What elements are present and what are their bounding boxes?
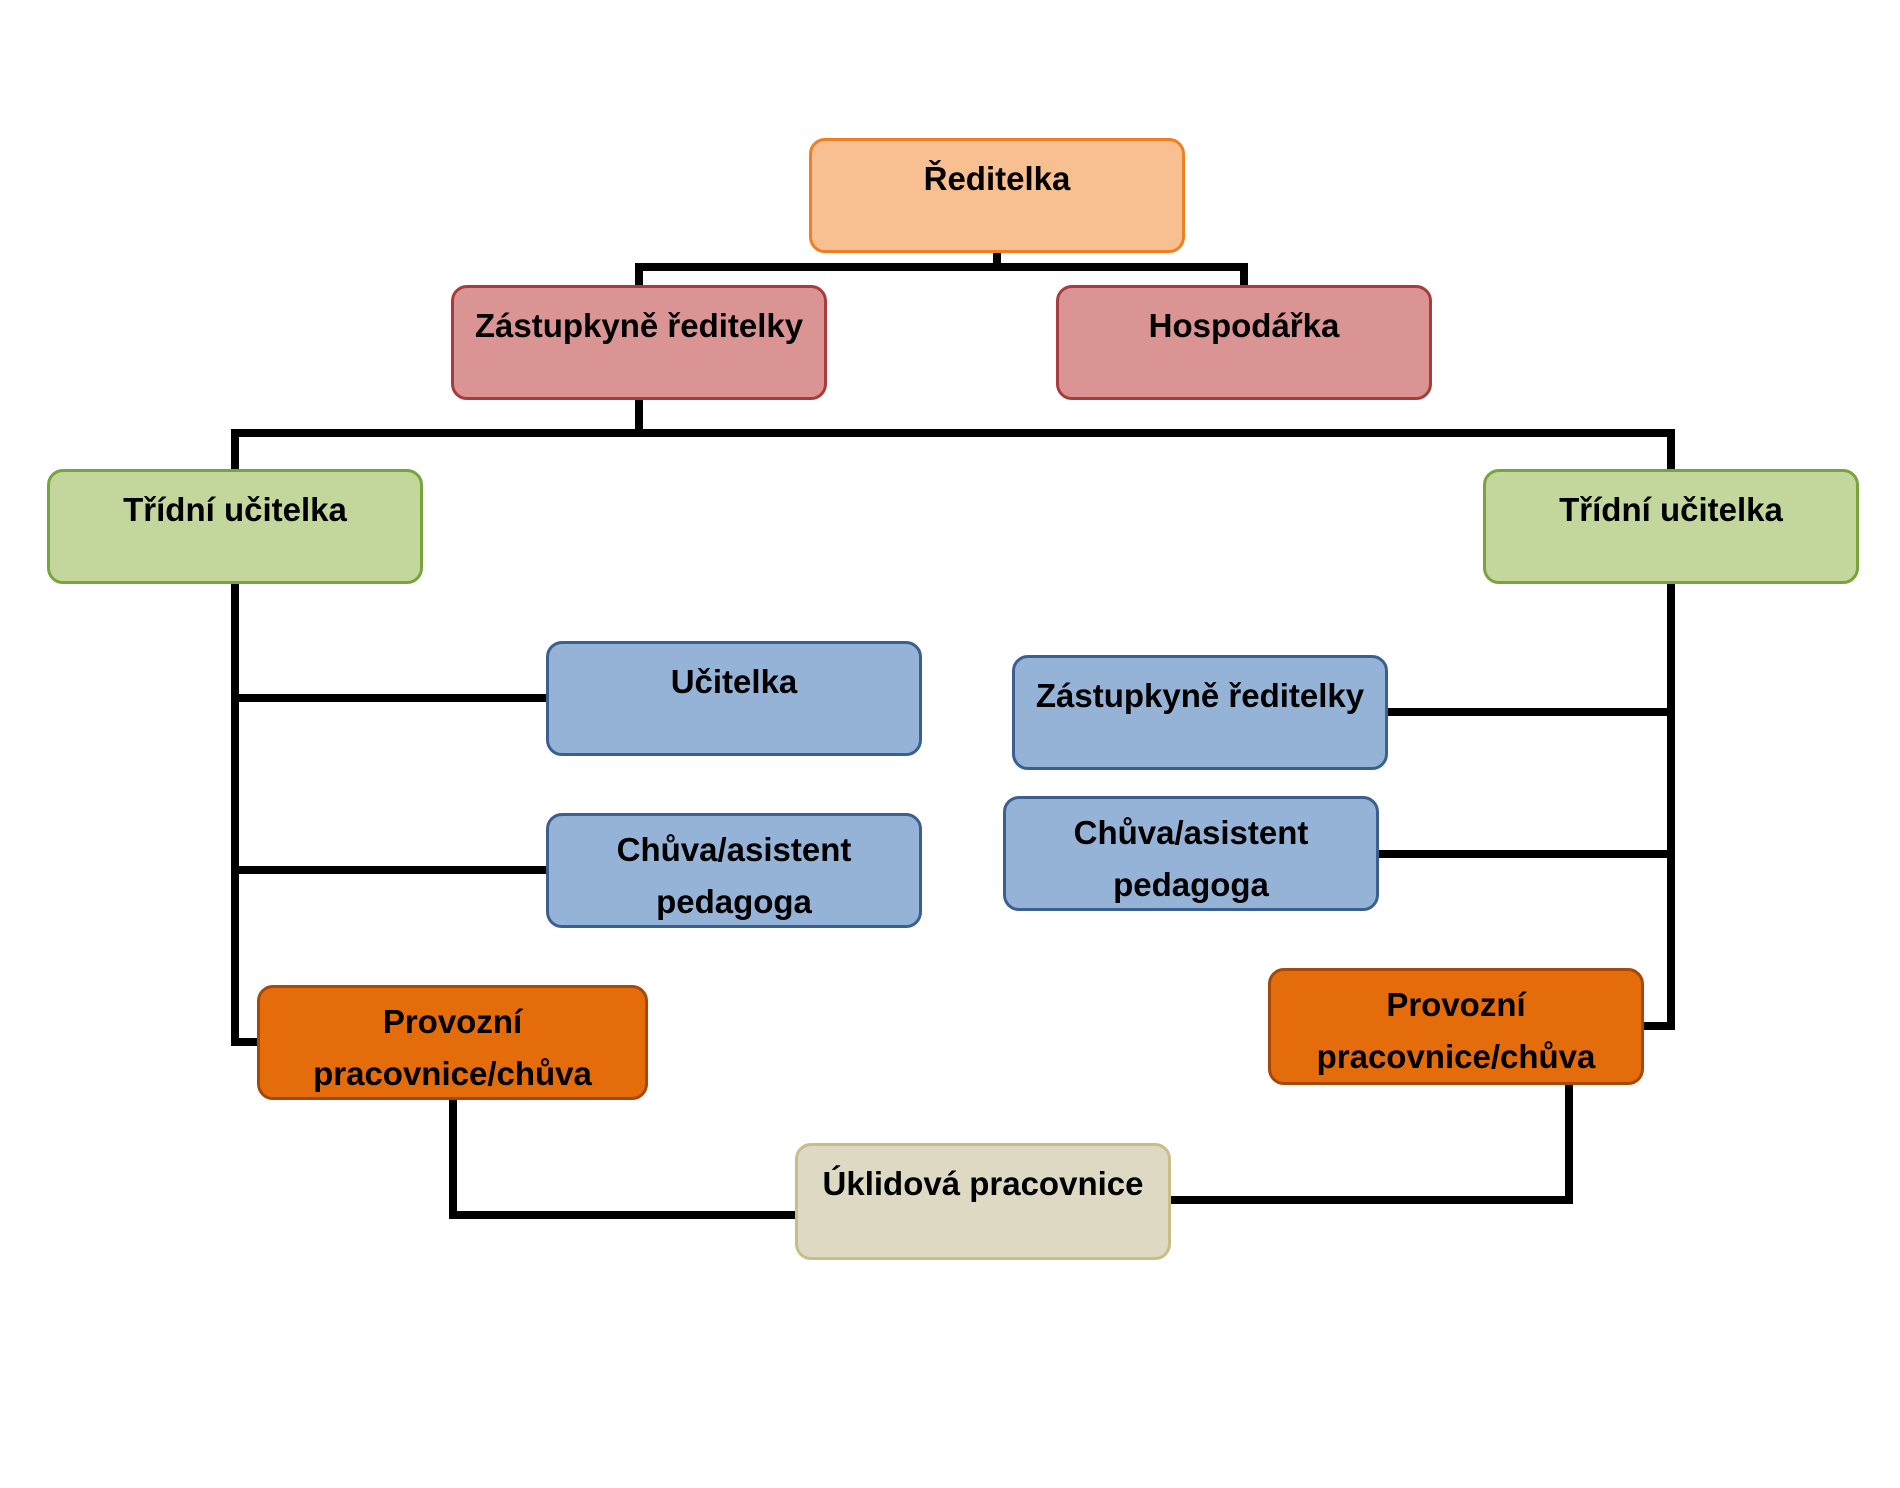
node-deputy-director: Zástupkyně ředitelky bbox=[451, 285, 827, 400]
node-bursar: Hospodářka bbox=[1056, 285, 1432, 400]
node-operations-worker-right: Provozní pracovnice/chůva bbox=[1268, 968, 1644, 1085]
node-class-teacher-right: Třídní učitelka bbox=[1483, 469, 1859, 584]
node-cleaner: Úklidová pracovnice bbox=[795, 1143, 1171, 1260]
node-nanny-assistant-right: Chůva/asistent pedagoga bbox=[1003, 796, 1379, 911]
node-operations-worker-left: Provozní pracovnice/chůva bbox=[257, 985, 648, 1100]
node-class-teacher-left: Třídní učitelka bbox=[47, 469, 423, 584]
node-teacher: Učitelka bbox=[546, 641, 922, 756]
node-director: Ředitelka bbox=[809, 138, 1185, 253]
node-deputy-director-right: Zástupkyně ředitelky bbox=[1012, 655, 1388, 770]
node-nanny-assistant-left: Chůva/asistent pedagoga bbox=[546, 813, 922, 928]
